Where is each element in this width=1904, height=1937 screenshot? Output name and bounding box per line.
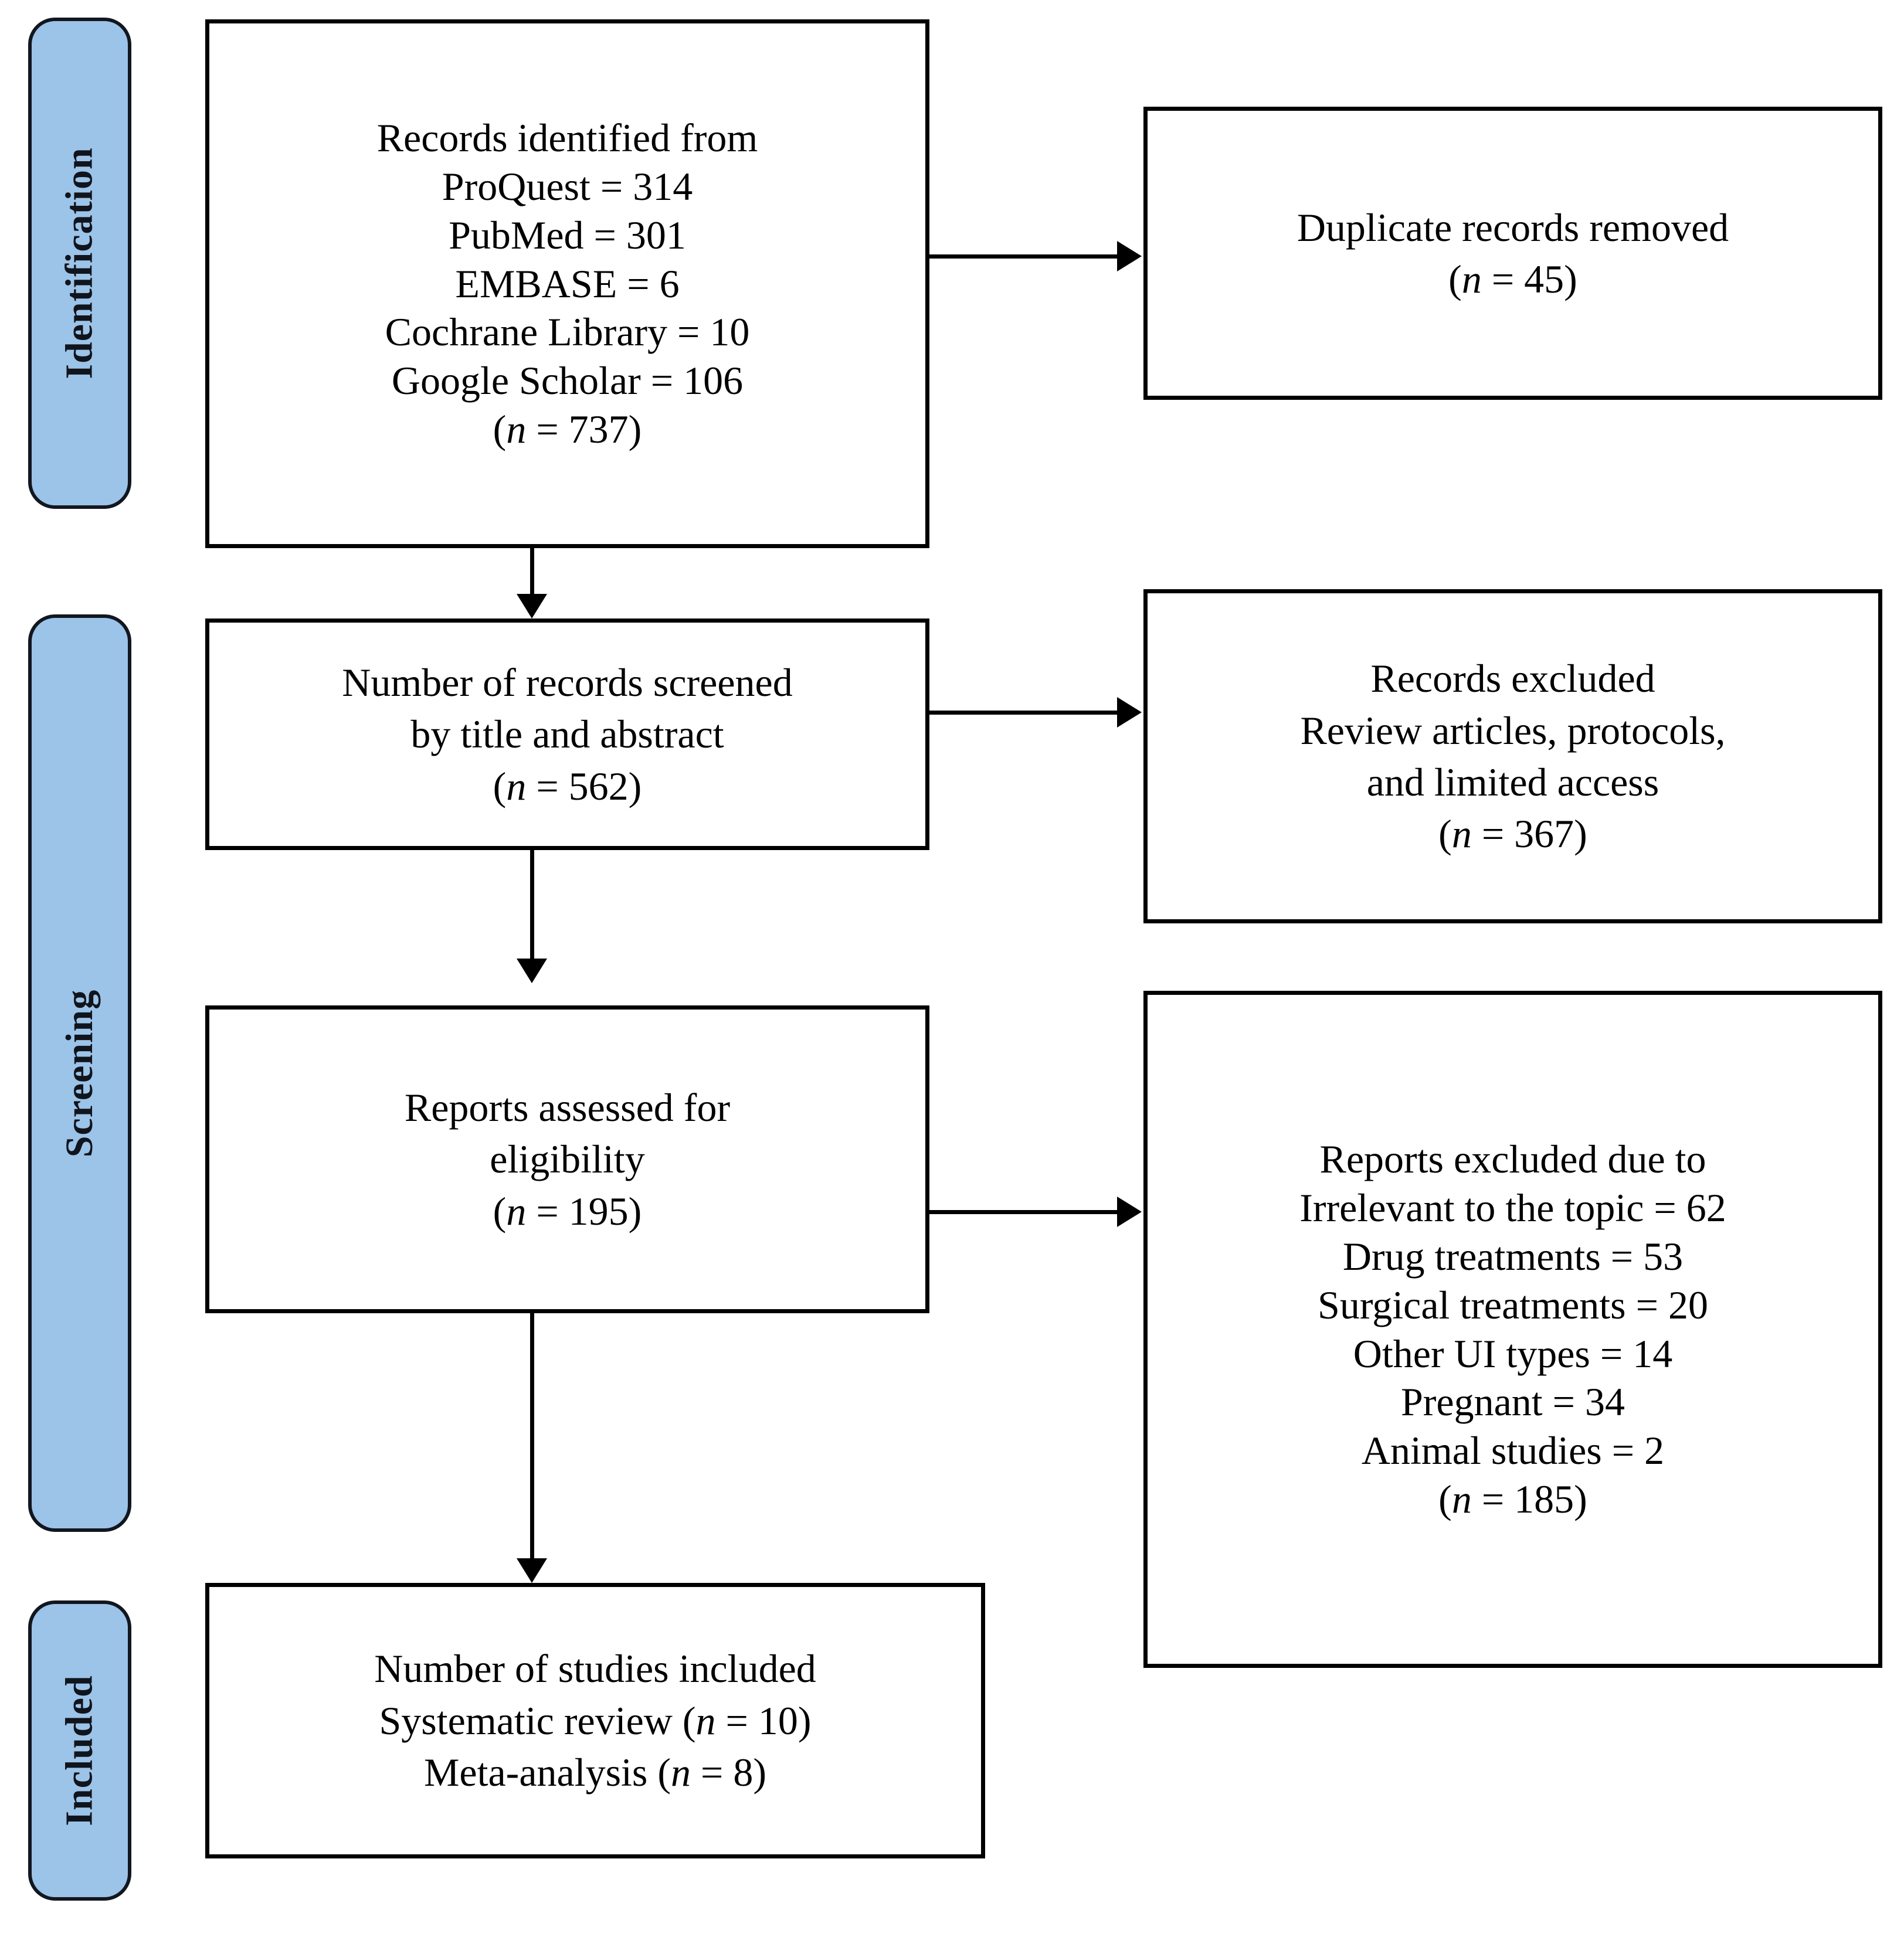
reports-excluded-line-1: Reports excluded due to bbox=[1319, 1136, 1706, 1181]
box-studies-included: Number of studies included Systematic re… bbox=[205, 1583, 985, 1858]
connector-assessed-to-reports-excluded-line bbox=[929, 1210, 1117, 1214]
connector-identified-to-screened-line bbox=[530, 548, 534, 594]
records-excluded-line-1: Records excluded bbox=[1370, 656, 1655, 701]
connector-screened-to-excluded-arrowhead bbox=[1117, 697, 1142, 728]
connector-screened-to-assessed-arrowhead bbox=[517, 959, 547, 983]
connector-identified-to-screened-arrowhead bbox=[517, 594, 547, 619]
stage-label-screening: Screening bbox=[58, 989, 101, 1157]
records-identified-total: (n = 737) bbox=[493, 407, 642, 452]
reports-excluded-reason-1: Irrelevant to the topic = 62 bbox=[1299, 1185, 1726, 1230]
records-excluded-line-2: Review articles, protocols, bbox=[1300, 708, 1726, 753]
records-excluded-line-3: and limited access bbox=[1366, 760, 1659, 804]
stage-pill-included: Included bbox=[28, 1600, 131, 1901]
records-screened-line-1: Number of records screened bbox=[342, 660, 793, 705]
box-duplicates-removed: Duplicate records removed (n = 45) bbox=[1143, 107, 1882, 400]
stage-label-identification: Identification bbox=[58, 147, 101, 379]
box-records-excluded: Records excluded Review articles, protoc… bbox=[1143, 589, 1882, 923]
box-records-identified: Records identified from ProQuest = 314 P… bbox=[205, 19, 929, 548]
stage-pill-screening: Screening bbox=[28, 614, 131, 1532]
records-excluded-total: (n = 367) bbox=[1438, 811, 1587, 857]
connector-assessed-to-included-arrowhead bbox=[517, 1558, 547, 1583]
connector-assessed-to-reports-excluded-arrowhead bbox=[1117, 1197, 1142, 1227]
connector-identified-to-duplicates-line bbox=[929, 254, 1117, 259]
reports-assessed-line-1: Reports assessed for bbox=[404, 1085, 731, 1130]
reports-excluded-reason-5: Pregnant = 34 bbox=[1400, 1379, 1625, 1425]
reports-excluded-reason-2: Drug treatments = 53 bbox=[1342, 1233, 1684, 1279]
records-identified-line-5: Cochrane Library = 10 bbox=[385, 310, 750, 355]
records-identified-line-4: EMBASE = 6 bbox=[455, 261, 680, 306]
connector-screened-to-assessed-line bbox=[530, 850, 534, 959]
studies-included-meta-analysis: Meta-analysis (n = 8) bbox=[423, 1750, 767, 1795]
reports-assessed-total: (n = 195) bbox=[493, 1188, 642, 1233]
box-reports-assessed: Reports assessed for eligibility (n = 19… bbox=[205, 1005, 929, 1313]
records-screened-total: (n = 562) bbox=[493, 763, 642, 808]
reports-excluded-reason-6: Animal studies = 2 bbox=[1361, 1428, 1665, 1473]
connector-assessed-to-included-line bbox=[530, 1313, 534, 1558]
connector-screened-to-excluded-line bbox=[929, 711, 1117, 715]
stage-pill-identification: Identification bbox=[28, 18, 131, 509]
records-identified-line-6: Google Scholar = 106 bbox=[391, 358, 744, 403]
studies-included-systematic-review: Systematic review (n = 10) bbox=[379, 1698, 812, 1743]
reports-assessed-line-2: eligibility bbox=[490, 1137, 645, 1182]
duplicates-removed-total: (n = 45) bbox=[1448, 257, 1577, 301]
records-identified-line-1: Records identified from bbox=[376, 115, 758, 160]
reports-excluded-reason-3: Surgical treatments = 20 bbox=[1318, 1282, 1708, 1327]
records-screened-line-2: by title and abstract bbox=[410, 712, 724, 757]
reports-excluded-total: (n = 185) bbox=[1438, 1477, 1587, 1522]
reports-excluded-reason-4: Other UI types = 14 bbox=[1353, 1331, 1673, 1376]
records-identified-line-2: ProQuest = 314 bbox=[442, 164, 693, 209]
studies-included-line-1: Number of studies included bbox=[374, 1646, 816, 1691]
connector-identified-to-duplicates-arrowhead bbox=[1117, 241, 1142, 271]
records-identified-line-3: PubMed = 301 bbox=[449, 212, 686, 257]
stage-label-included: Included bbox=[58, 1675, 101, 1826]
box-reports-excluded: Reports excluded due to Irrelevant to th… bbox=[1143, 991, 1882, 1668]
duplicates-removed-line-1: Duplicate records removed bbox=[1297, 205, 1729, 250]
box-records-screened: Number of records screened by title and … bbox=[205, 619, 929, 850]
